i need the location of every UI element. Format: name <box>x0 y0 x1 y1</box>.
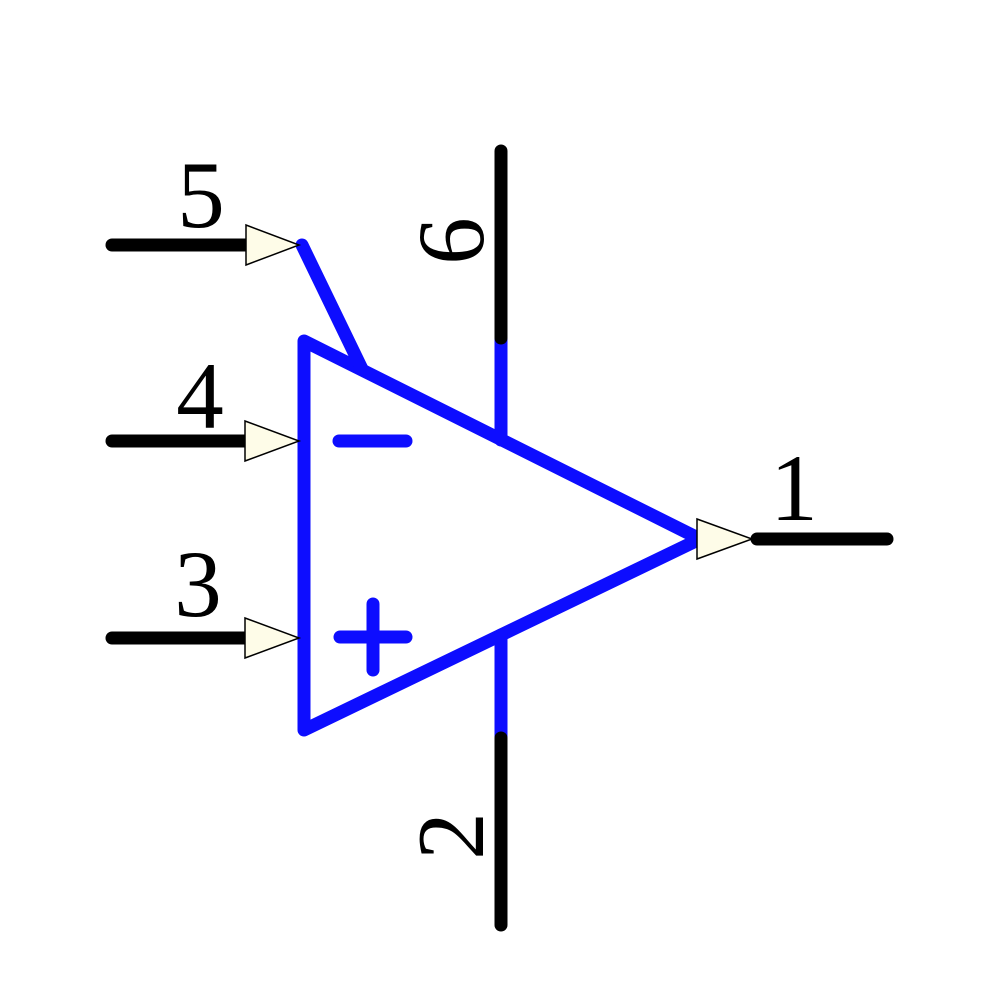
pin4-arrowhead-icon <box>244 419 302 463</box>
pin3-label: 3 <box>174 531 222 637</box>
pin1-arrowhead-icon <box>696 517 755 561</box>
pin-labels-group: 5 4 3 1 6 2 <box>174 142 818 860</box>
pin5-arrowhead-icon <box>245 223 302 267</box>
pin3-arrowhead-icon <box>244 616 302 660</box>
pin5-net-wire <box>295 238 369 376</box>
pin2-label: 2 <box>398 812 504 860</box>
pin6-label: 6 <box>398 217 504 265</box>
pin5-label: 5 <box>177 142 225 248</box>
net-wires-group <box>295 238 707 745</box>
pin4-label: 4 <box>176 343 224 449</box>
pin-stubs-group <box>105 144 894 932</box>
pin-arrowheads-group <box>244 223 755 660</box>
pin1-label: 1 <box>770 435 818 541</box>
